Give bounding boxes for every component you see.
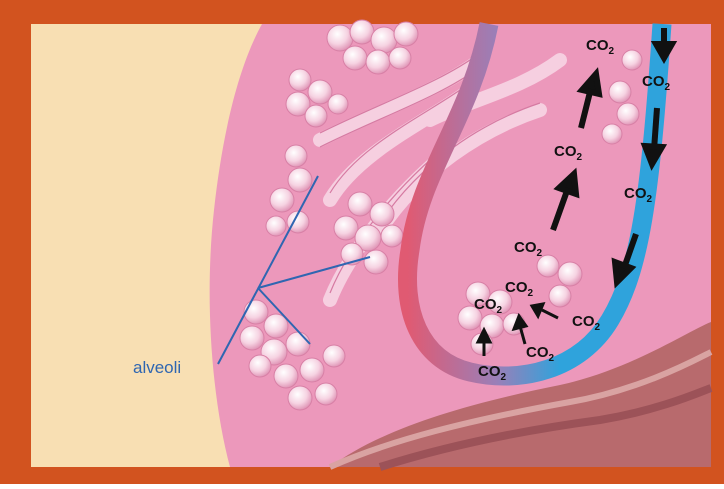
alveoli-label: alveoli <box>133 358 181 377</box>
